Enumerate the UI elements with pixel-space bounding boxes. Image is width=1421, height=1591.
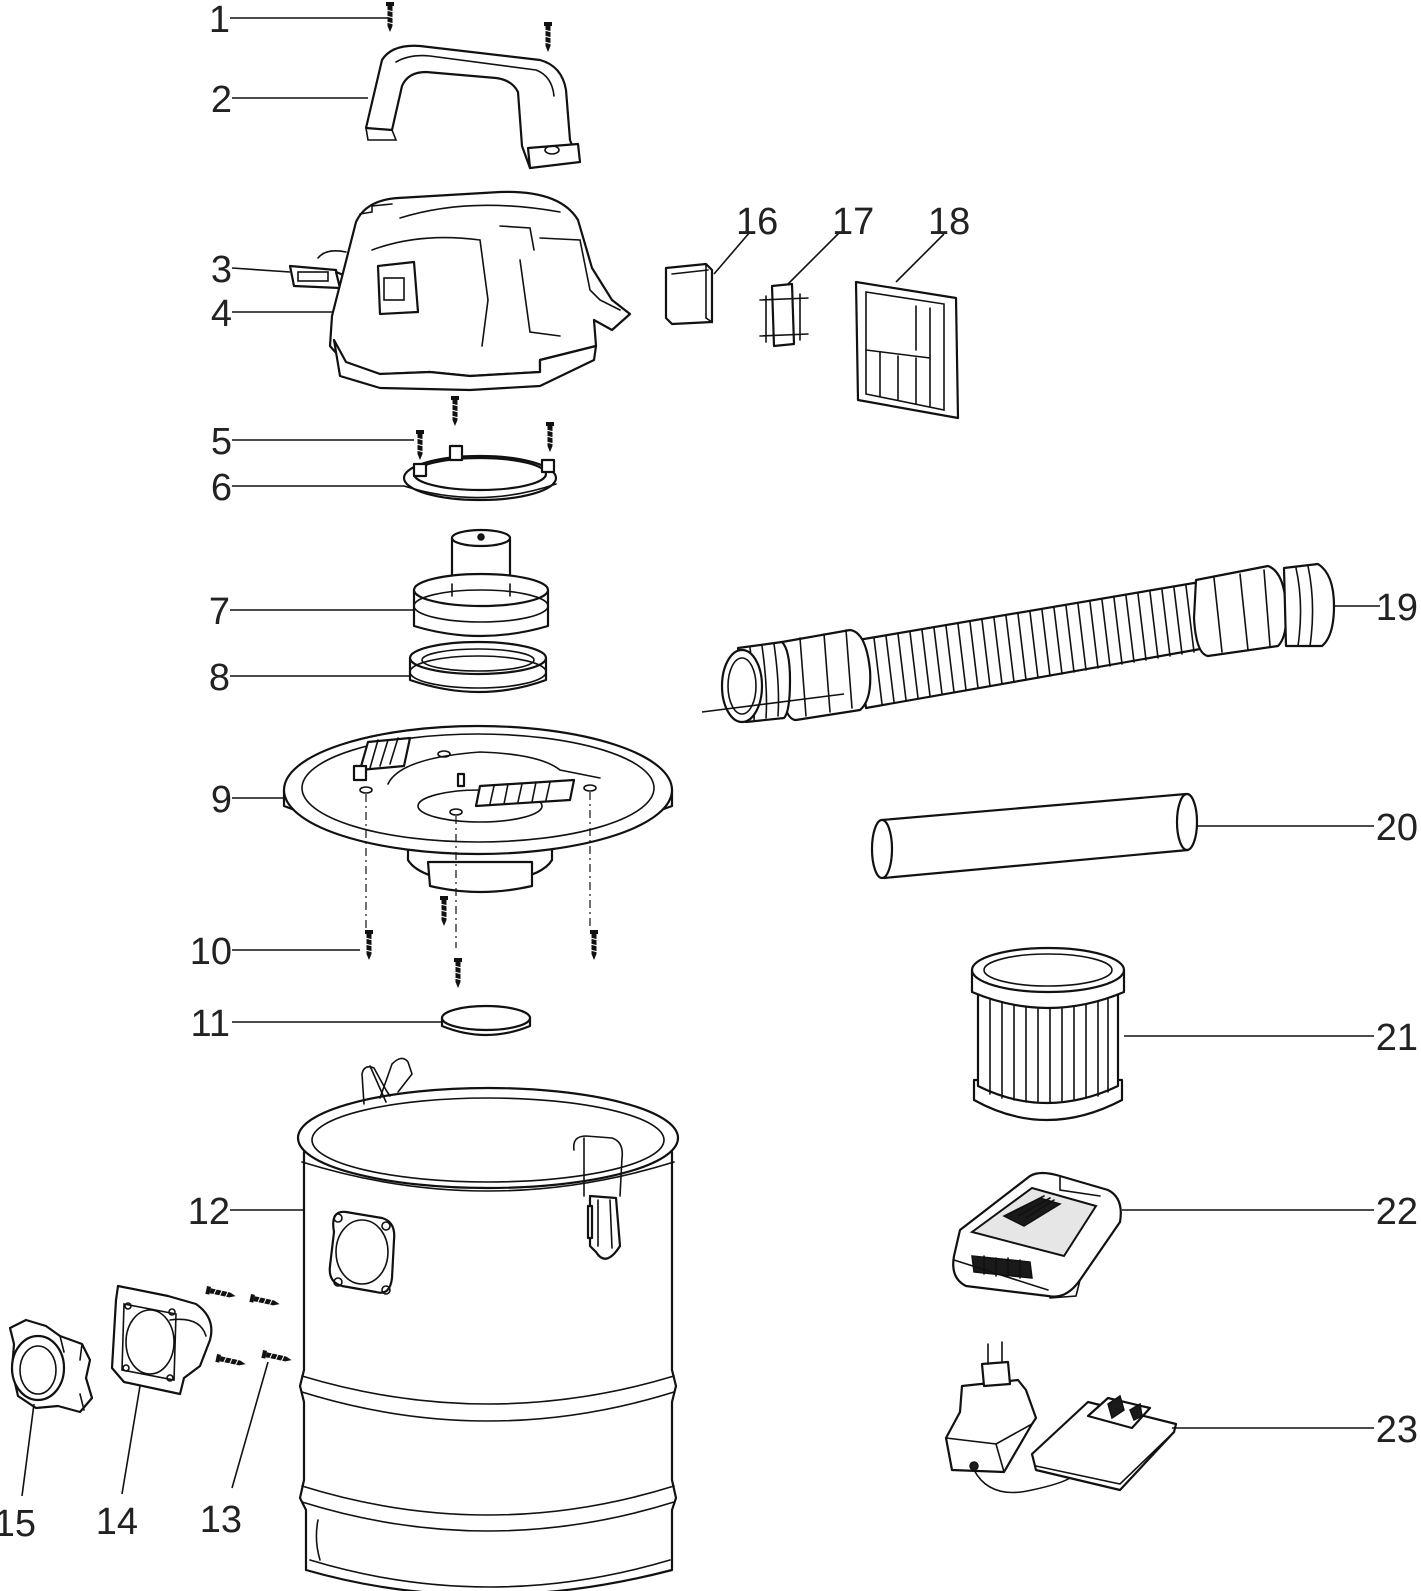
motor-part-7 [412,528,550,638]
foam-part-16 [664,262,714,326]
battery-holder-part-18 [854,280,960,420]
callout-1: 1 [209,0,230,41]
callout-11: 11 [191,1003,230,1045]
callout-13: 13 [200,1499,242,1541]
filter-part-21 [970,946,1126,1121]
callout-10: 10 [190,931,232,973]
disc-part-11 [440,1004,532,1037]
callout-16: 16 [736,201,778,243]
tank-part-12 [296,1057,680,1591]
callout-labels: 1 2 3 4 5 6 7 8 9 10 11 12 13 14 15 16 1… [0,0,1418,1545]
flange-part-14 [110,1284,213,1396]
screw-part-10 [364,895,599,989]
callout-8: 8 [209,657,230,699]
callout-4: 4 [211,293,232,335]
base-part-9 [282,724,674,894]
leader-lines [21,17,1380,1497]
callout-3: 3 [211,249,232,291]
hose-part-19 [720,562,1336,724]
alignment-lines [365,792,591,948]
motor-head-part-4 [317,190,632,392]
callout-15: 15 [0,1503,36,1545]
callout-21: 21 [1376,1017,1418,1059]
screw-part-1 [385,1,553,53]
callout-19: 19 [1376,587,1418,629]
fins-left [352,736,412,782]
callout-9: 9 [211,779,232,821]
charger-part-23 [944,1341,1178,1494]
callout-23: 23 [1376,1409,1418,1451]
switch-part-3 [288,264,348,292]
callout-14: 14 [96,1501,138,1543]
bracket-part-17 [759,282,809,348]
seal-part-8 [408,640,548,694]
callout-20: 20 [1376,807,1418,849]
battery-part-22 [952,1171,1122,1299]
callout-6: 6 [211,467,232,509]
screw-part-5 [415,395,555,461]
ring-part-6 [402,444,558,502]
callout-17: 17 [832,201,874,243]
screw-part-13 [204,1285,293,1369]
tube-part-20 [870,792,1199,880]
callout-12: 12 [188,1191,230,1233]
callout-22: 22 [1376,1191,1418,1233]
callout-5: 5 [211,421,232,463]
callout-7: 7 [209,591,230,633]
callout-2: 2 [211,79,232,121]
handle-part-2 [364,44,582,170]
callout-18: 18 [928,201,970,243]
fins-right [474,778,576,808]
nut-part-15 [8,1318,94,1414]
